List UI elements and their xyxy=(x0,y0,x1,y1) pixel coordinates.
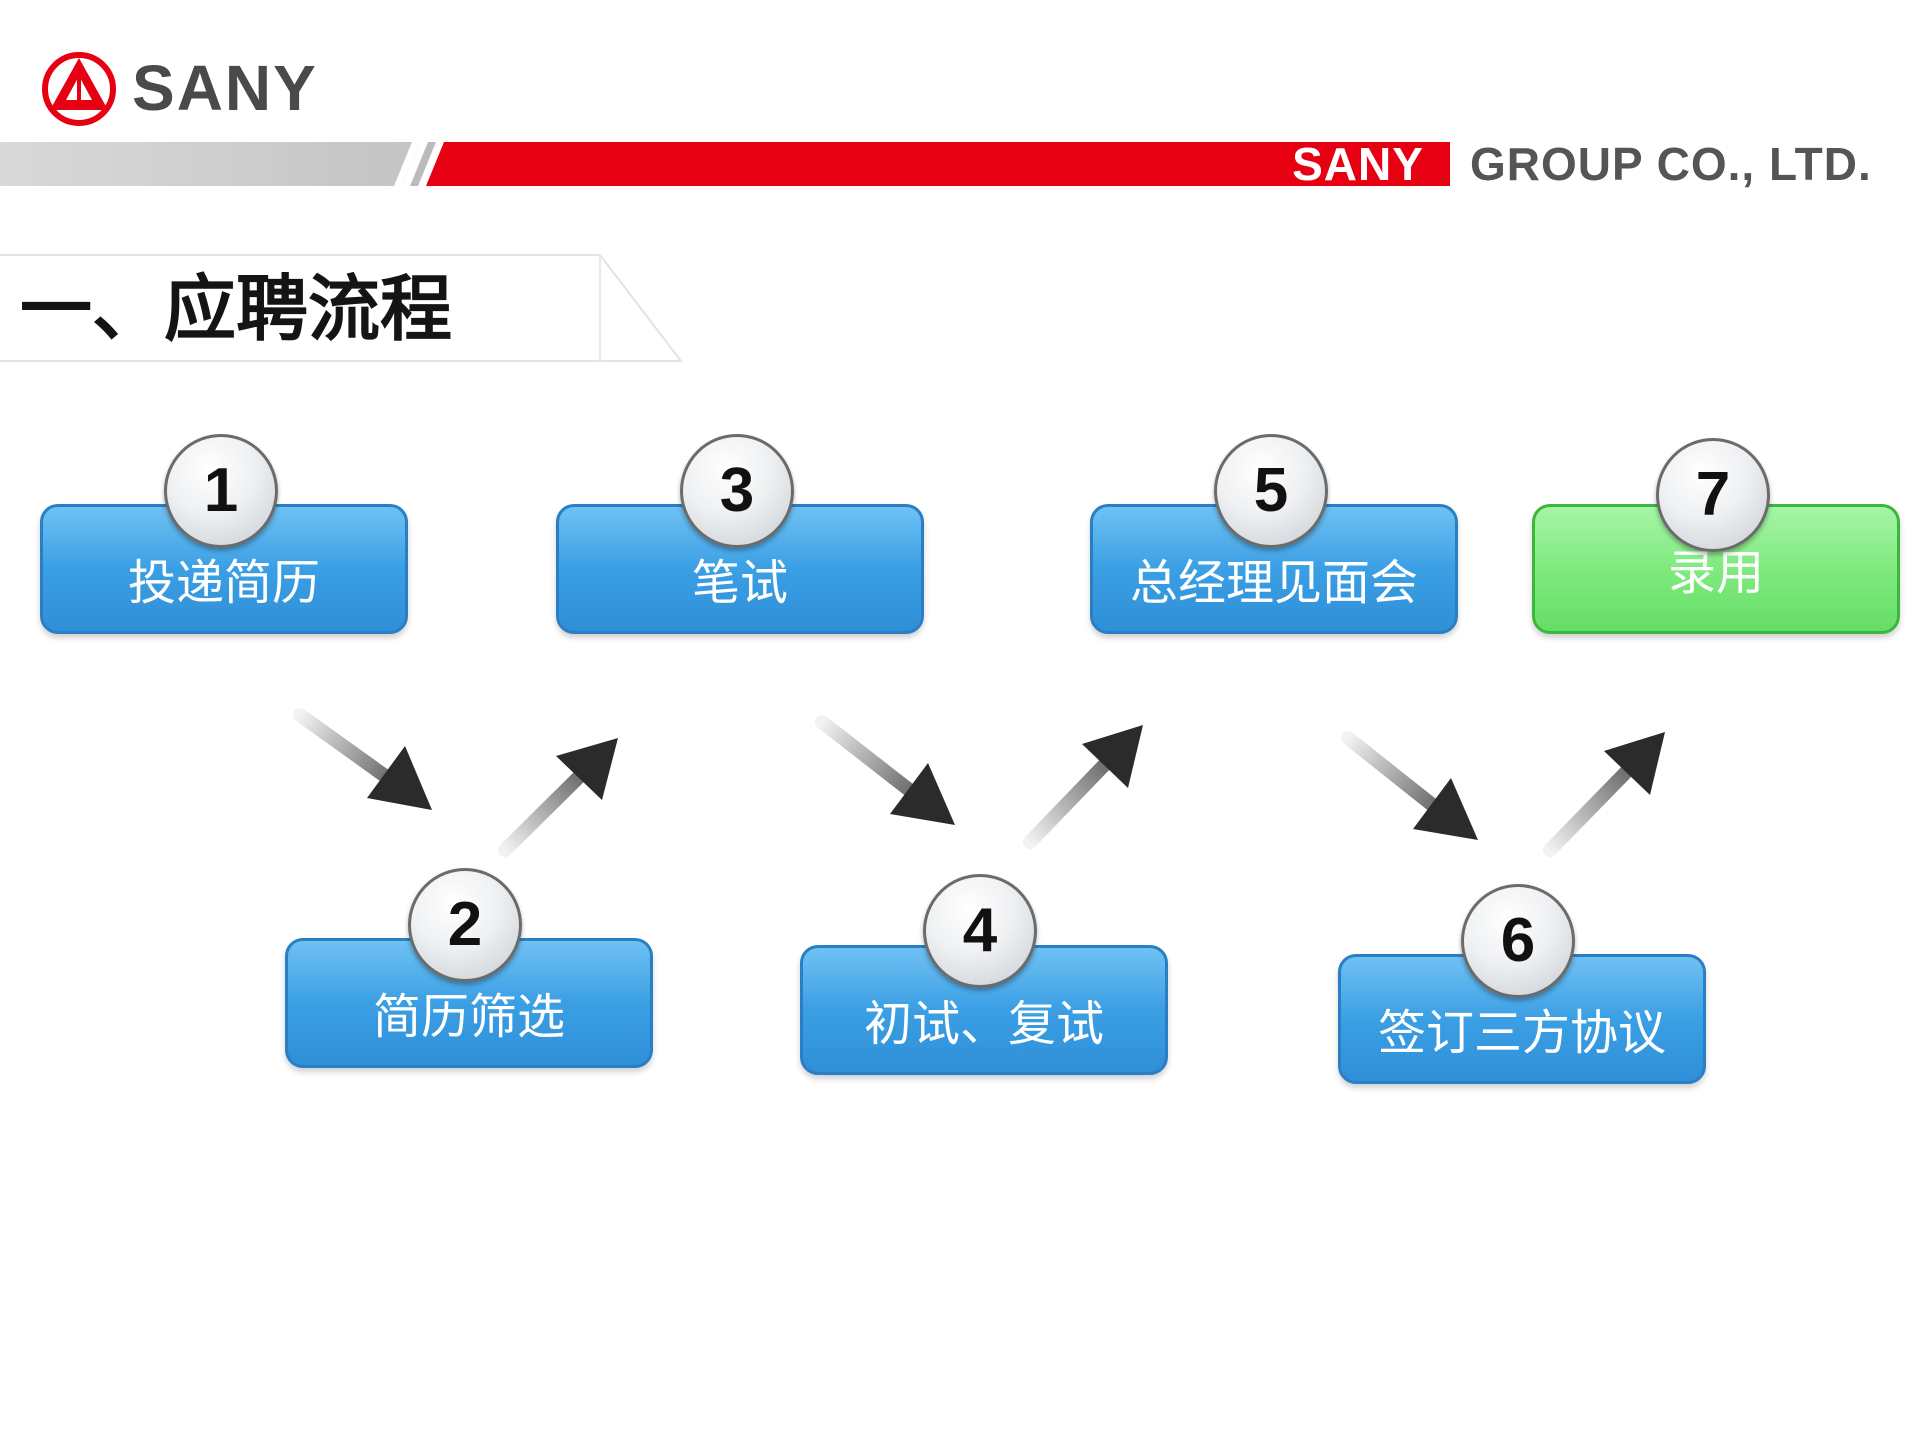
arrow-4-to-5 xyxy=(1023,725,1143,849)
step-1-badge: 1 xyxy=(164,434,278,548)
step-6-label: 签订三方协议 xyxy=(1377,1005,1666,1061)
sany-logo-icon xyxy=(42,52,116,126)
step-6-badge: 6 xyxy=(1461,884,1575,998)
band-company-text: GROUP CO., LTD. xyxy=(1470,138,1872,190)
band-brand-text: SANY xyxy=(1292,138,1424,190)
step-1-label: 投递简历 xyxy=(127,555,320,611)
arrow-1-to-2 xyxy=(293,708,432,810)
step-7-badge: 7 xyxy=(1656,438,1770,552)
step-2-badge: 2 xyxy=(408,868,522,982)
step-4-badge: 4 xyxy=(923,874,1037,988)
step-3-badge: 3 xyxy=(680,434,794,548)
step-5-badge: 5 xyxy=(1214,434,1328,548)
step-7-label: 录用 xyxy=(1667,545,1764,601)
section-title-frame xyxy=(0,254,682,362)
page-title: 一、应聘流程 xyxy=(20,267,453,351)
step-3-label: 笔试 xyxy=(691,555,788,611)
arrow-5-to-6 xyxy=(1341,731,1478,840)
header-band xyxy=(0,140,1919,188)
step-2-label: 简历筛选 xyxy=(372,989,565,1045)
arrow-2-to-3 xyxy=(498,738,618,857)
step-5-label: 总经理见面会 xyxy=(1129,555,1418,611)
step-4-label: 初试、复试 xyxy=(863,996,1104,1052)
logo-wordmark: SANY xyxy=(132,52,318,124)
arrow-3-to-4 xyxy=(815,715,955,825)
arrow-6-to-7 xyxy=(1543,732,1665,857)
